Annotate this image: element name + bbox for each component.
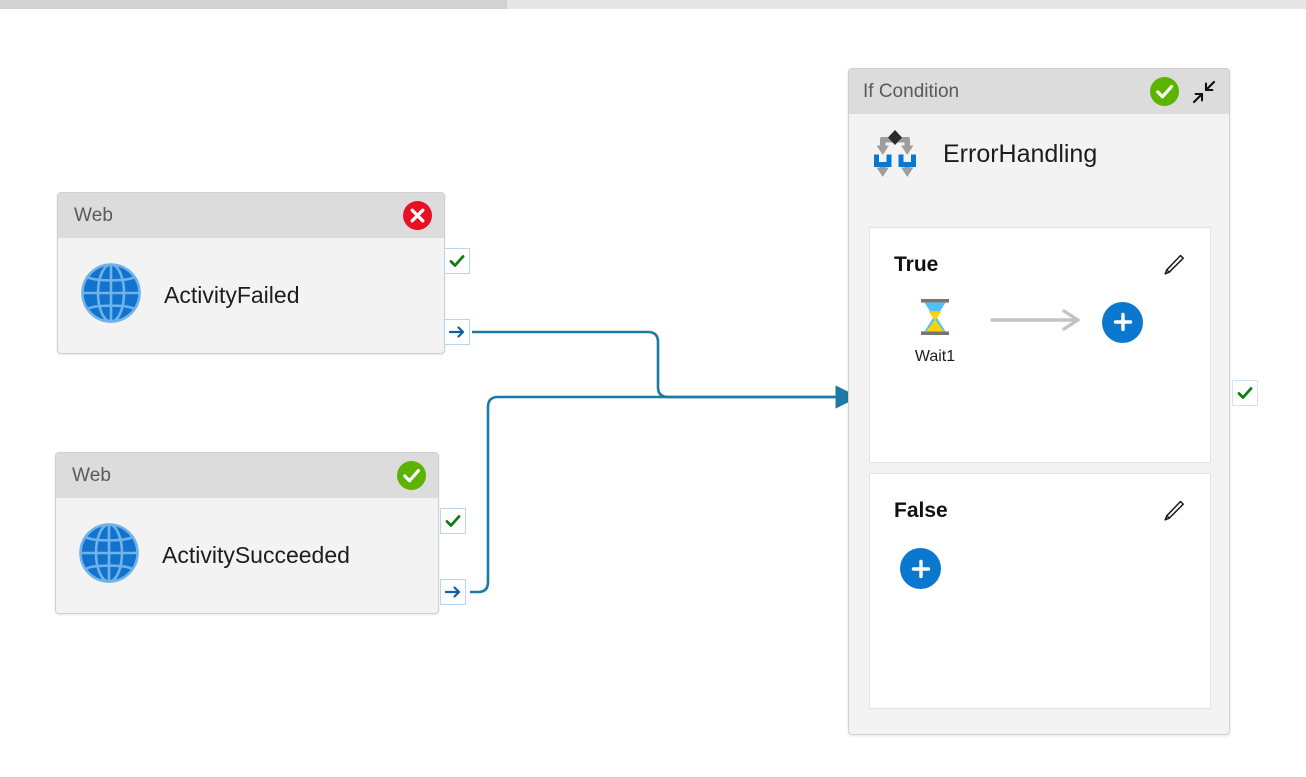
success-circle-icon (397, 461, 426, 490)
add-activity-button-true[interactable] (1102, 301, 1143, 343)
activity-card-header: Web (56, 453, 438, 498)
branch-activity-label: Wait1 (914, 348, 956, 365)
if-branch-true[interactable]: True (869, 227, 1211, 463)
if-condition-header: If Condition (849, 69, 1229, 114)
if-condition-output-handle[interactable] (1232, 380, 1258, 406)
check-handle-icon (449, 255, 465, 267)
if-condition-branch-icon (867, 124, 923, 185)
hourglass-icon (917, 298, 953, 341)
web-globe-icon (80, 262, 142, 329)
collapse-diagonal-icon[interactable] (1189, 77, 1219, 107)
arrow-right-icon (990, 308, 1086, 337)
activity-card-body: ActivitySucceeded (56, 498, 438, 613)
web-globe-icon (78, 522, 140, 589)
if-branch-false[interactable]: False (869, 473, 1211, 709)
check-handle-icon (1237, 387, 1253, 399)
branch-activity-wait1[interactable]: Wait1 (904, 298, 966, 366)
horizontal-scrollbar-thumb[interactable] (0, 0, 507, 9)
activity-card-activityfailed[interactable]: Web (57, 192, 445, 354)
activity-type-label: Web (72, 464, 112, 486)
arrow-handle-icon (448, 326, 465, 338)
arrow-handle-icon (444, 586, 461, 598)
if-branch-true-label: True (894, 253, 939, 276)
if-branch-false-header: False (870, 474, 1210, 526)
horizontal-scrollbar-track[interactable] (0, 0, 1306, 9)
if-condition-name: ErrorHandling (943, 139, 1098, 168)
if-condition-name-row: ErrorHandling (849, 114, 1229, 194)
if-branch-true-header: True (870, 228, 1210, 280)
activity-type-label: Web (74, 204, 114, 226)
check-handle-icon (445, 515, 461, 527)
if-condition-panel[interactable]: If Condition (848, 68, 1230, 735)
activity-success-handle-activitysucceeded[interactable] (440, 508, 466, 534)
activity-card-header: Web (58, 193, 444, 238)
activity-next-handle-activitysucceeded[interactable] (440, 579, 466, 605)
error-circle-icon (403, 201, 432, 230)
activity-success-handle-activityfailed[interactable] (444, 248, 470, 274)
if-branch-false-label: False (894, 499, 948, 522)
pencil-icon[interactable] (1158, 496, 1188, 526)
if-condition-type-label: If Condition (863, 80, 960, 102)
plus-icon (1113, 312, 1132, 332)
pencil-icon[interactable] (1158, 250, 1188, 280)
activity-name: ActivityFailed (164, 282, 300, 308)
add-activity-button-false[interactable] (900, 548, 941, 589)
success-circle-icon (1150, 77, 1179, 106)
activity-next-handle-activityfailed[interactable] (444, 319, 470, 345)
activity-card-activitysucceeded[interactable]: Web (55, 452, 439, 614)
plus-icon (911, 559, 930, 578)
activity-card-body: ActivityFailed (58, 238, 444, 353)
activity-name: ActivitySucceeded (162, 542, 350, 568)
if-branch-true-body: Wait1 (870, 298, 1210, 366)
